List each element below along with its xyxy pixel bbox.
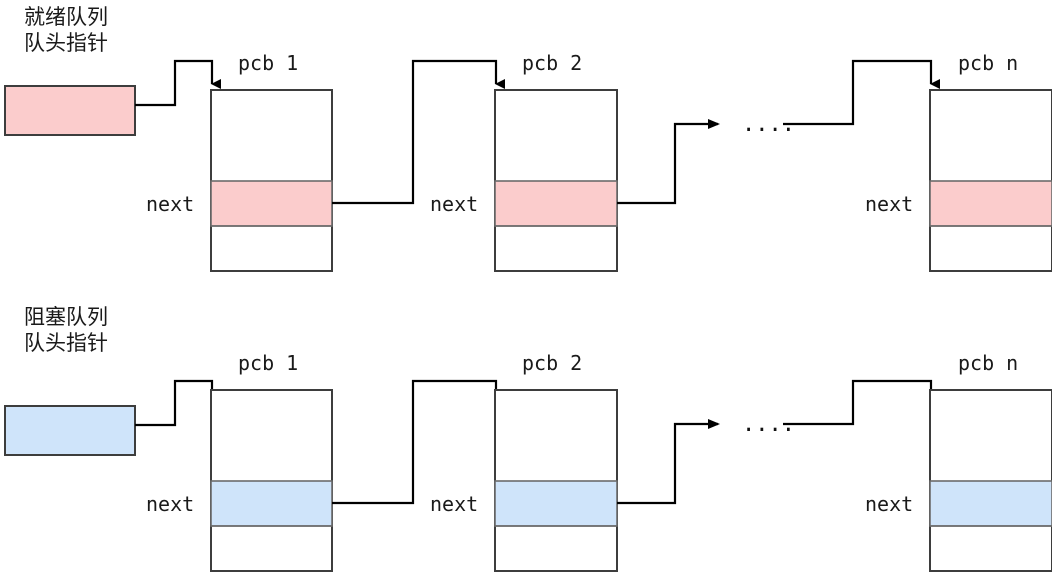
connector-blocked-ellipsis-to-pcbn xyxy=(783,379,940,426)
blocked-pcb-n-next-label: next xyxy=(865,492,913,516)
blocked-head-pointer-box[interactable] xyxy=(4,405,136,456)
blocked-pcb-n-next-field[interactable] xyxy=(929,480,1052,527)
blocked-pcb-2-next-label: next xyxy=(430,492,478,516)
ready-pcb-n-caption: pcb n xyxy=(958,51,1018,75)
connector-ready-pcb1-to-pcb2 xyxy=(332,59,505,205)
ready-pcb-2-next-field[interactable] xyxy=(494,180,618,227)
blocked-pcb-n-caption: pcb n xyxy=(958,351,1018,375)
ready-pcb-n-next-label: next xyxy=(865,192,913,216)
blocked-pcb-1-next-field[interactable] xyxy=(210,480,333,527)
ready-pcb-2-next-label: next xyxy=(430,192,478,216)
connector-blocked-pcb2-to-ellipsis xyxy=(617,419,720,505)
ready-head-label-line2: 队头指针 xyxy=(24,31,108,55)
blocked-pcb-1-node: pcb 1 next xyxy=(146,351,333,572)
blocked-pcb-2-node: pcb 2 next xyxy=(430,351,618,572)
blocked-head-label-line1: 阻塞队列 xyxy=(24,305,108,329)
row-ready-queue: 就绪队列 队头指针 pcb 1 next pcb 2 xyxy=(4,5,1052,272)
connector-blocked-head-to-pcb1 xyxy=(135,379,221,427)
ready-head-label-line1: 就绪队列 xyxy=(24,5,108,29)
blocked-pcb-2-caption: pcb 2 xyxy=(522,351,582,375)
ready-pcb-n-node: pcb n next xyxy=(865,51,1052,272)
row-blocked-queue: 阻塞队列 队头指针 pcb 1 next pcb 2 next xyxy=(4,305,1052,572)
ready-pcb-1-next-label: next xyxy=(146,192,194,216)
ready-pcb-1-node: pcb 1 next xyxy=(146,51,333,272)
ready-pcb-n-next-field[interactable] xyxy=(929,180,1052,227)
ready-head-pointer-box[interactable] xyxy=(4,85,136,136)
connector-ready-head-to-pcb1 xyxy=(135,59,221,107)
ready-pcb-2-caption: pcb 2 xyxy=(522,51,582,75)
blocked-pcb-1-caption: pcb 1 xyxy=(238,351,298,375)
connector-blocked-pcb1-to-pcb2 xyxy=(332,379,505,505)
blocked-head-label-line2: 队头指针 xyxy=(24,331,108,355)
ready-pcb-2-node: pcb 2 next xyxy=(430,51,618,272)
connector-ready-ellipsis-to-pcbn xyxy=(783,59,940,126)
blocked-pcb-2-next-field[interactable] xyxy=(494,480,618,527)
connector-ready-pcb2-to-ellipsis xyxy=(617,119,720,205)
blocked-pcb-n-node: pcb n next xyxy=(865,351,1052,572)
ready-pcb-1-caption: pcb 1 xyxy=(238,51,298,75)
ready-pcb-1-next-field[interactable] xyxy=(210,180,333,227)
blocked-pcb-1-next-label: next xyxy=(146,492,194,516)
